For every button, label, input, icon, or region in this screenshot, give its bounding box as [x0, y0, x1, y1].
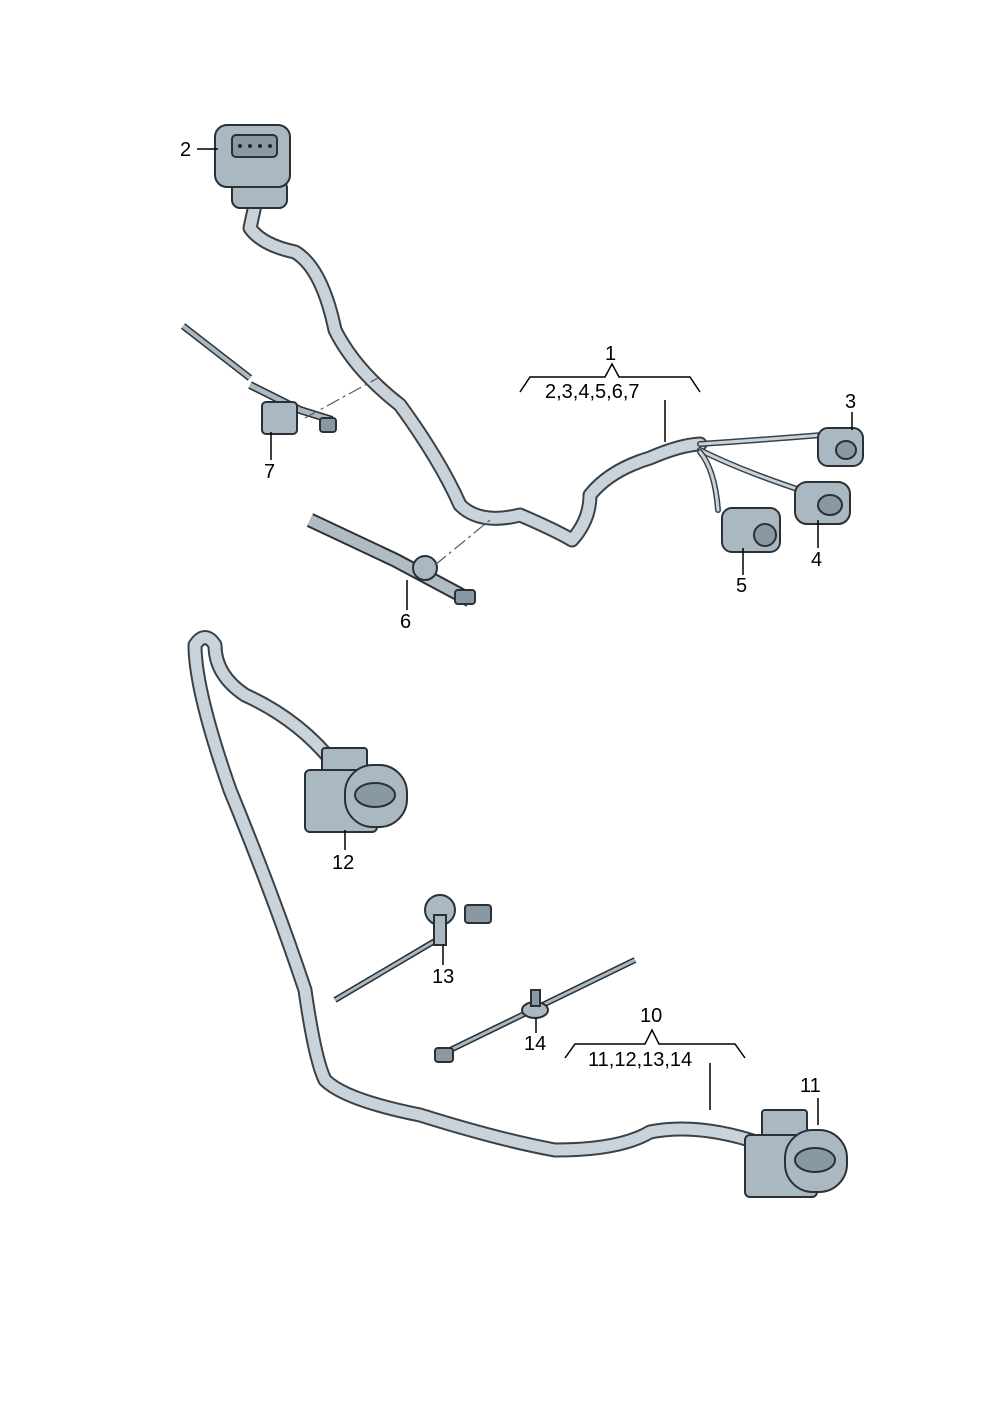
connector-5[interactable]	[721, 507, 781, 553]
connector-3[interactable]	[817, 427, 864, 467]
label-1: 1	[605, 343, 616, 365]
label-2: 2	[180, 139, 191, 161]
connector-11[interactable]	[744, 1109, 848, 1198]
label-13: 13	[432, 966, 454, 988]
harness-10[interactable]	[187, 630, 773, 1158]
connector-2[interactable]	[214, 124, 291, 209]
label-11-text: 11	[800, 1075, 821, 1097]
cable-tie-14[interactable]	[434, 957, 637, 1063]
label-6: 6	[400, 611, 411, 633]
cable-tie-7[interactable]	[180, 323, 337, 435]
label-5: 5	[736, 575, 747, 597]
group-label-10: 11,12,13,14	[588, 1049, 692, 1071]
harness-1[interactable]	[242, 197, 825, 548]
group-label-1: 2,3,4,5,6,7	[545, 381, 640, 403]
label-10-text: 10	[640, 1005, 662, 1027]
label-3: 3	[845, 391, 856, 413]
connector-12[interactable]	[304, 747, 408, 833]
connector-4[interactable]	[794, 481, 851, 525]
cable-tie-6[interactable]	[306, 513, 476, 607]
label-7: 7	[264, 461, 275, 483]
label-12: 12	[332, 852, 354, 874]
label-4: 4	[811, 549, 822, 571]
cable-tie-13[interactable]	[333, 894, 492, 1003]
label-14: 14	[524, 1033, 546, 1055]
